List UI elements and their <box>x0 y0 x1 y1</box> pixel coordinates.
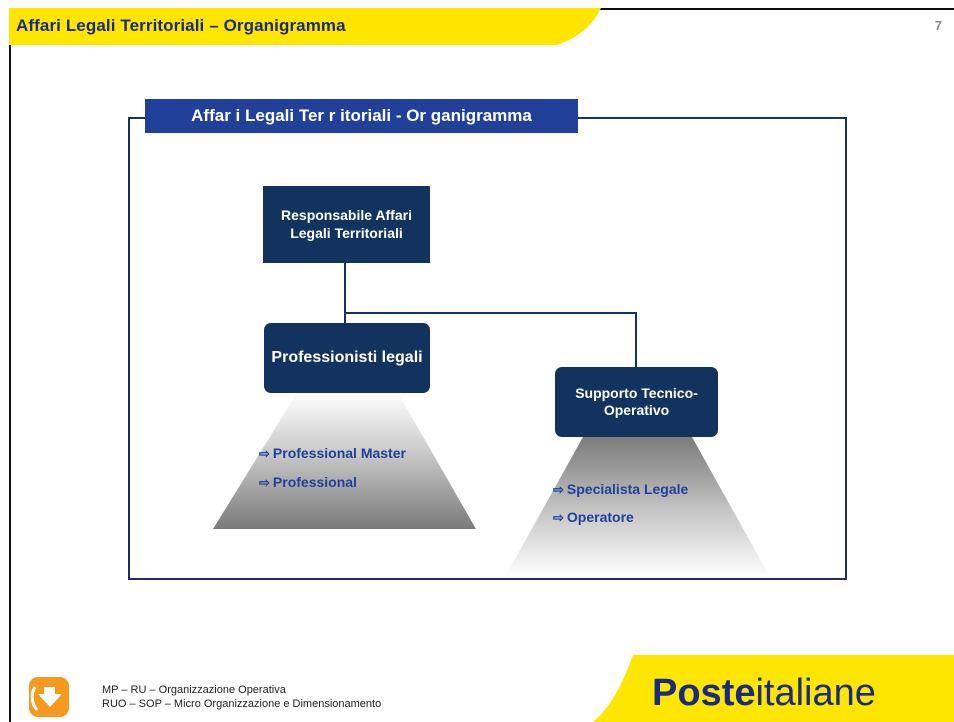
role-label: Professional <box>272 474 357 490</box>
page-number: 7 <box>934 18 942 33</box>
footer-line-1: MP – RU – Organizzazione Operativa <box>102 684 286 696</box>
role-professional: ⇨Professional <box>259 474 357 491</box>
node-responsabile: Responsabile Affari Legali Territoriali <box>263 186 430 263</box>
role-specialista-legale: ⇨Specialista Legale <box>553 481 688 498</box>
node-responsabile-label: Responsabile Affari Legali Territoriali <box>281 207 412 241</box>
node-professionisti: Professionisti legali <box>264 323 430 393</box>
role-operatore: ⇨Operatore <box>553 509 634 526</box>
role-label: Operatore <box>566 509 634 525</box>
page-title: Affari Legali Territoriali – Organigramm… <box>16 16 346 35</box>
arrow-icon: ⇨ <box>259 475 270 490</box>
node-professionisti-label: Professionisti legali <box>271 349 423 366</box>
role-label: Specialista Legale <box>566 481 689 497</box>
role-label: Professional Master <box>272 445 406 461</box>
arrow-icon: ⇨ <box>259 446 270 461</box>
connector-to-right <box>345 312 637 367</box>
right-role-area <box>505 437 770 577</box>
brand-banner <box>593 655 954 722</box>
footer-logo-icon <box>29 677 69 717</box>
node-supporto-label: Supporto Tecnico-Operativo <box>575 384 698 419</box>
brand-regular: italiane <box>755 672 876 714</box>
arrow-icon: ⇨ <box>553 510 564 525</box>
org-chart-title: Affar i Legali Ter r itoriali - Or ganig… <box>145 99 578 133</box>
role-professional-master: ⇨Professional Master <box>259 445 406 462</box>
brand-bold: Poste <box>652 672 756 714</box>
footer-line-2: RUO – SOP – Micro Organizzazione e Dimen… <box>102 698 382 710</box>
header-band <box>9 8 601 45</box>
left-role-area <box>213 393 476 529</box>
brand-logo: Posteitaliane <box>652 674 876 712</box>
arrow-icon: ⇨ <box>553 482 564 497</box>
node-supporto: Supporto Tecnico-Operativo <box>555 367 718 437</box>
